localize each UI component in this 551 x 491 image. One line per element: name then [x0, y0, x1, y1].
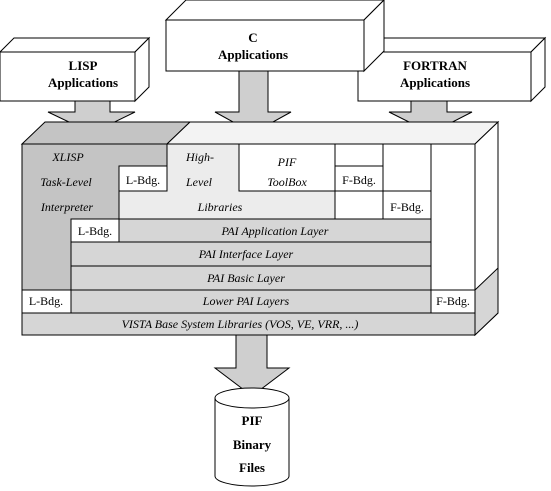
- files-line-1: PIF: [242, 413, 263, 428]
- fortran-title: FORTRAN: [403, 58, 467, 73]
- c-applications-box: C Applications: [164, 0, 385, 73]
- svg-text:PIF: PIF: [277, 155, 297, 169]
- f-bridge-upper: [334, 165, 384, 192]
- svg-text:L-Bdg.: L-Bdg.: [29, 294, 63, 308]
- svg-text:F-Bdg.: F-Bdg.: [436, 294, 470, 308]
- c-title: C: [248, 30, 257, 45]
- svg-text:Level: Level: [185, 175, 213, 189]
- f-bridge-middle: [382, 190, 432, 220]
- lisp-title: LISP: [69, 58, 98, 73]
- svg-text:F-Bdg.: F-Bdg.: [342, 173, 376, 187]
- fortran-subtitle: Applications: [400, 75, 470, 90]
- svg-text:PAI Interface Layer: PAI Interface Layer: [198, 247, 294, 261]
- svg-text:L-Bdg.: L-Bdg.: [78, 224, 112, 238]
- svg-text:VISTA Base System Libraries (V: VISTA Base System Libraries (VOS, VE, VR…: [122, 317, 359, 331]
- pif-binary-files-cylinder: PIF Binary Files: [214, 387, 290, 487]
- svg-text:Interpreter: Interpreter: [40, 200, 94, 214]
- svg-text:PAI Basic Layer: PAI Basic Layer: [206, 271, 285, 285]
- files-line-3: Files: [239, 460, 265, 475]
- stack-top-face: [20, 121, 500, 145]
- c-subtitle: Applications: [218, 47, 288, 62]
- svg-text:XLISP: XLISP: [51, 150, 84, 164]
- lisp-subtitle: Applications: [48, 75, 118, 90]
- lisp-applications-box: LISP Applications: [0, 36, 151, 103]
- l-bridge-upper: [118, 165, 168, 192]
- fortran-applications-box: FORTRAN Applications: [356, 36, 547, 103]
- files-arrow: [213, 334, 291, 397]
- svg-text:ToolBox: ToolBox: [267, 175, 307, 189]
- svg-text:Lower PAI Layers: Lower PAI Layers: [202, 294, 290, 308]
- files-line-2: Binary: [233, 437, 272, 452]
- svg-text:Libraries: Libraries: [197, 200, 243, 214]
- pai-interface-layer: [70, 241, 432, 267]
- high-level-labels: High- Level Libraries: [185, 150, 243, 214]
- svg-text:High-: High-: [185, 150, 214, 164]
- svg-text:L-Bdg.: L-Bdg.: [126, 173, 160, 187]
- svg-text:Task-Level: Task-Level: [40, 175, 92, 189]
- stack-right-face: [474, 120, 499, 337]
- xlisp-labels: XLISP Task-Level Interpreter: [40, 150, 94, 214]
- svg-text:PAI Application Layer: PAI Application Layer: [221, 224, 329, 238]
- pif-toolbox-labels: PIF ToolBox: [267, 155, 307, 189]
- svg-text:F-Bdg.: F-Bdg.: [390, 200, 424, 214]
